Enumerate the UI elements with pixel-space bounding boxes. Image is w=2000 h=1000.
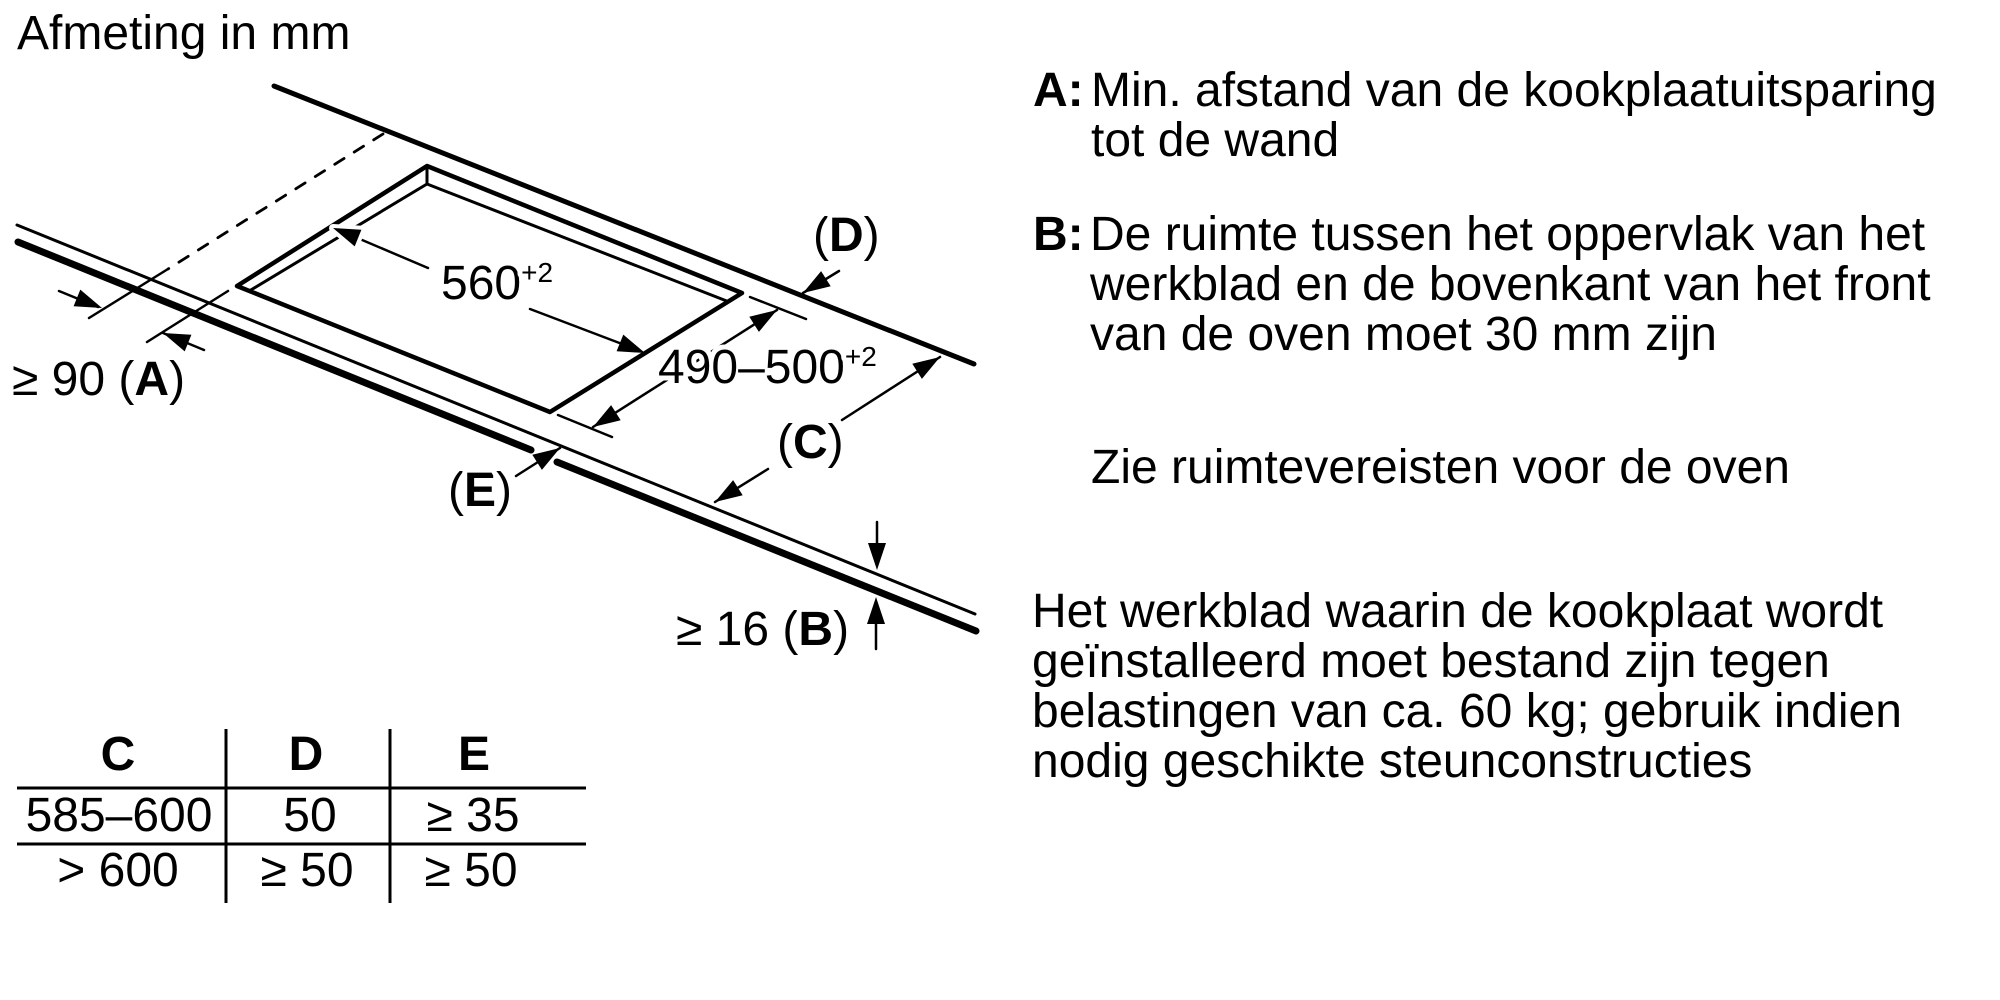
svg-text:B:: B: (1033, 208, 1084, 261)
svg-text:belastingen van ca. 60 kg; geb: belastingen van ca. 60 kg; gebruik indie… (1032, 685, 1902, 738)
svg-text:490–500+2: 490–500+2 (658, 341, 877, 394)
svg-text:(E): (E) (448, 464, 512, 517)
svg-text:A:: A: (1033, 64, 1084, 117)
svg-text:van de oven moet 30 mm zijn: van de oven moet 30 mm zijn (1090, 308, 1717, 361)
svg-text:585–600: 585–600 (26, 789, 213, 842)
svg-text:C: C (101, 728, 136, 781)
svg-text:tot de wand: tot de wand (1091, 114, 1339, 167)
svg-text:≥ 50: ≥ 50 (424, 844, 517, 897)
svg-text:(D): (D) (813, 209, 880, 262)
svg-text:werkblad en de bovenkant van h: werkblad en de bovenkant van het front (1089, 258, 1931, 311)
svg-text:De ruimte tussen het oppervlak: De ruimte tussen het oppervlak van het (1090, 208, 1925, 261)
svg-text:E: E (458, 728, 490, 781)
svg-text:> 600: > 600 (57, 844, 178, 897)
svg-text:Het werkblad waarin de kookpla: Het werkblad waarin de kookplaat wordt (1032, 585, 1883, 638)
svg-text:560+2: 560+2 (441, 257, 553, 310)
svg-text:D: D (289, 728, 324, 781)
svg-text:≥ 90 (A): ≥ 90 (A) (12, 353, 185, 406)
svg-text:nodig geschikte steunconstruct: nodig geschikte steunconstructies (1032, 735, 1752, 788)
svg-text:Zie ruimtevereisten voor de ov: Zie ruimtevereisten voor de oven (1091, 441, 1790, 494)
svg-text:50: 50 (283, 789, 336, 842)
svg-text:≥ 35: ≥ 35 (426, 789, 519, 842)
svg-text:≥ 16 (B): ≥ 16 (B) (676, 603, 849, 656)
svg-text:(C): (C) (777, 416, 844, 469)
svg-text:Afmeting in mm: Afmeting in mm (17, 7, 350, 60)
svg-text:geïnstalleerd moet bestand zij: geïnstalleerd moet bestand zijn tegen (1032, 635, 1830, 688)
svg-text:≥ 50: ≥ 50 (260, 844, 353, 897)
svg-text:Min. afstand van de kookplaatu: Min. afstand van de kookplaatuitsparing (1091, 64, 1937, 117)
